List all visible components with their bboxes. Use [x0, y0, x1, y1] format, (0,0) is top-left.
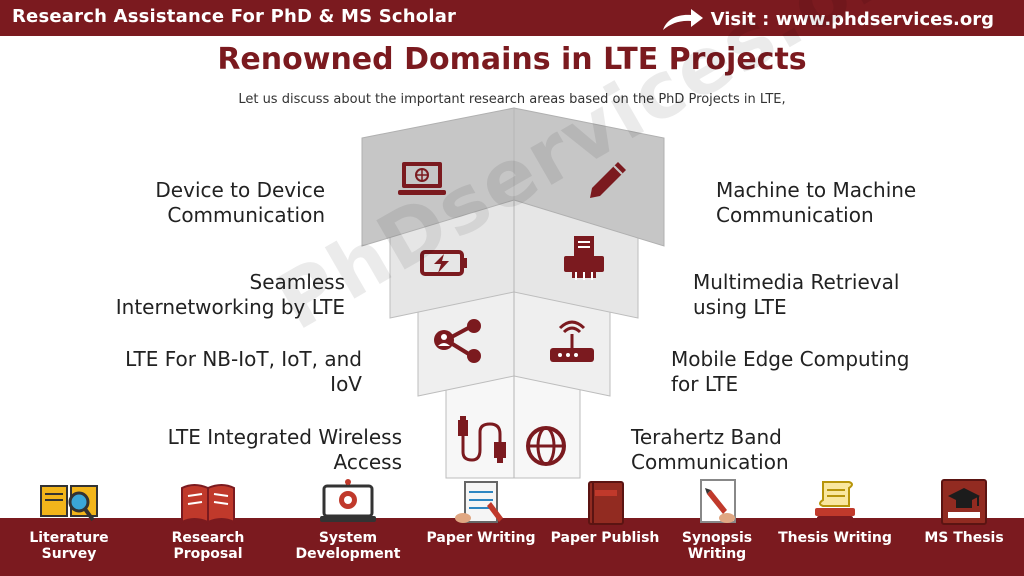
services-bar — [0, 518, 1024, 576]
arrow-icon — [662, 9, 703, 30]
service-label: Paper Publish — [550, 530, 660, 546]
service-research-proposal[interactable]: Research Proposal — [148, 478, 268, 562]
synopsis-writing-icon — [700, 479, 736, 523]
document-printer-icon — [564, 236, 604, 280]
laptop-globe-icon — [398, 162, 446, 195]
service-paper-publish[interactable]: Paper Publish — [545, 478, 665, 546]
system-development-icon — [320, 479, 376, 522]
service-paper-writing[interactable]: Paper Writing — [421, 478, 541, 546]
paper-writing-icon — [455, 481, 503, 523]
service-label: Synopsis Writing — [681, 530, 753, 562]
service-label: MS Thesis — [924, 530, 1004, 546]
page-subtitle: Let us discuss about the important resea… — [238, 92, 786, 107]
page-title: Renowned Domains in LTE Projects — [217, 42, 807, 77]
domain-label-machine-to-machine: Machine to Machine Communication — [716, 178, 917, 227]
domain-label-device-to-device: Device to Device Communication — [155, 178, 325, 227]
service-system-development[interactable]: System Development — [288, 478, 408, 562]
research-proposal-icon — [181, 484, 235, 524]
service-label: Paper Writing — [426, 530, 536, 546]
share-network-icon — [434, 319, 481, 363]
wifi-router-icon — [550, 320, 594, 362]
domain-label-terahertz: Terahertz Band Communication — [631, 425, 789, 474]
service-synopsis-writing[interactable]: Synopsis Writing — [657, 478, 777, 562]
globe-icon — [526, 426, 566, 466]
domain-label-mobile-edge: Mobile Edge Computing for LTE — [671, 347, 910, 396]
domain-label-seamless-internetworking: Seamless Internetworking by LTE — [115, 270, 345, 319]
service-label: System Development — [295, 530, 401, 562]
paper-publish-icon — [588, 481, 624, 525]
service-literature-survey[interactable]: Literature Survey — [9, 478, 129, 562]
domain-label-multimedia-retrieval: Multimedia Retrieval using LTE — [693, 270, 900, 319]
service-thesis-writing[interactable]: Thesis Writing — [775, 478, 895, 546]
literature-survey-icon — [40, 485, 98, 522]
website-url: Visit : www.phdservices.org — [710, 8, 994, 30]
domain-label-integrated-wireless: LTE Integrated Wireless Access — [167, 425, 402, 474]
ms-thesis-icon — [941, 479, 987, 525]
service-label: Thesis Writing — [778, 530, 892, 546]
pencil-icon — [590, 162, 626, 198]
battery-charging-icon — [420, 250, 467, 276]
thesis-writing-icon — [815, 481, 855, 523]
service-label: Literature Survey — [29, 530, 109, 562]
header-website-link[interactable]: Visit : www.phdservices.org — [661, 6, 994, 32]
header-bar: Research Assistance For PhD & MS Scholar… — [0, 0, 1024, 36]
service-label: Research Proposal — [171, 530, 245, 562]
service-ms-thesis[interactable]: MS Thesis — [904, 478, 1024, 546]
usb-cable-icon — [458, 416, 506, 463]
header-tagline: Research Assistance For PhD & MS Scholar — [12, 6, 457, 27]
domain-label-nb-iot: LTE For NB-IoT, IoT, and IoV — [125, 347, 362, 396]
